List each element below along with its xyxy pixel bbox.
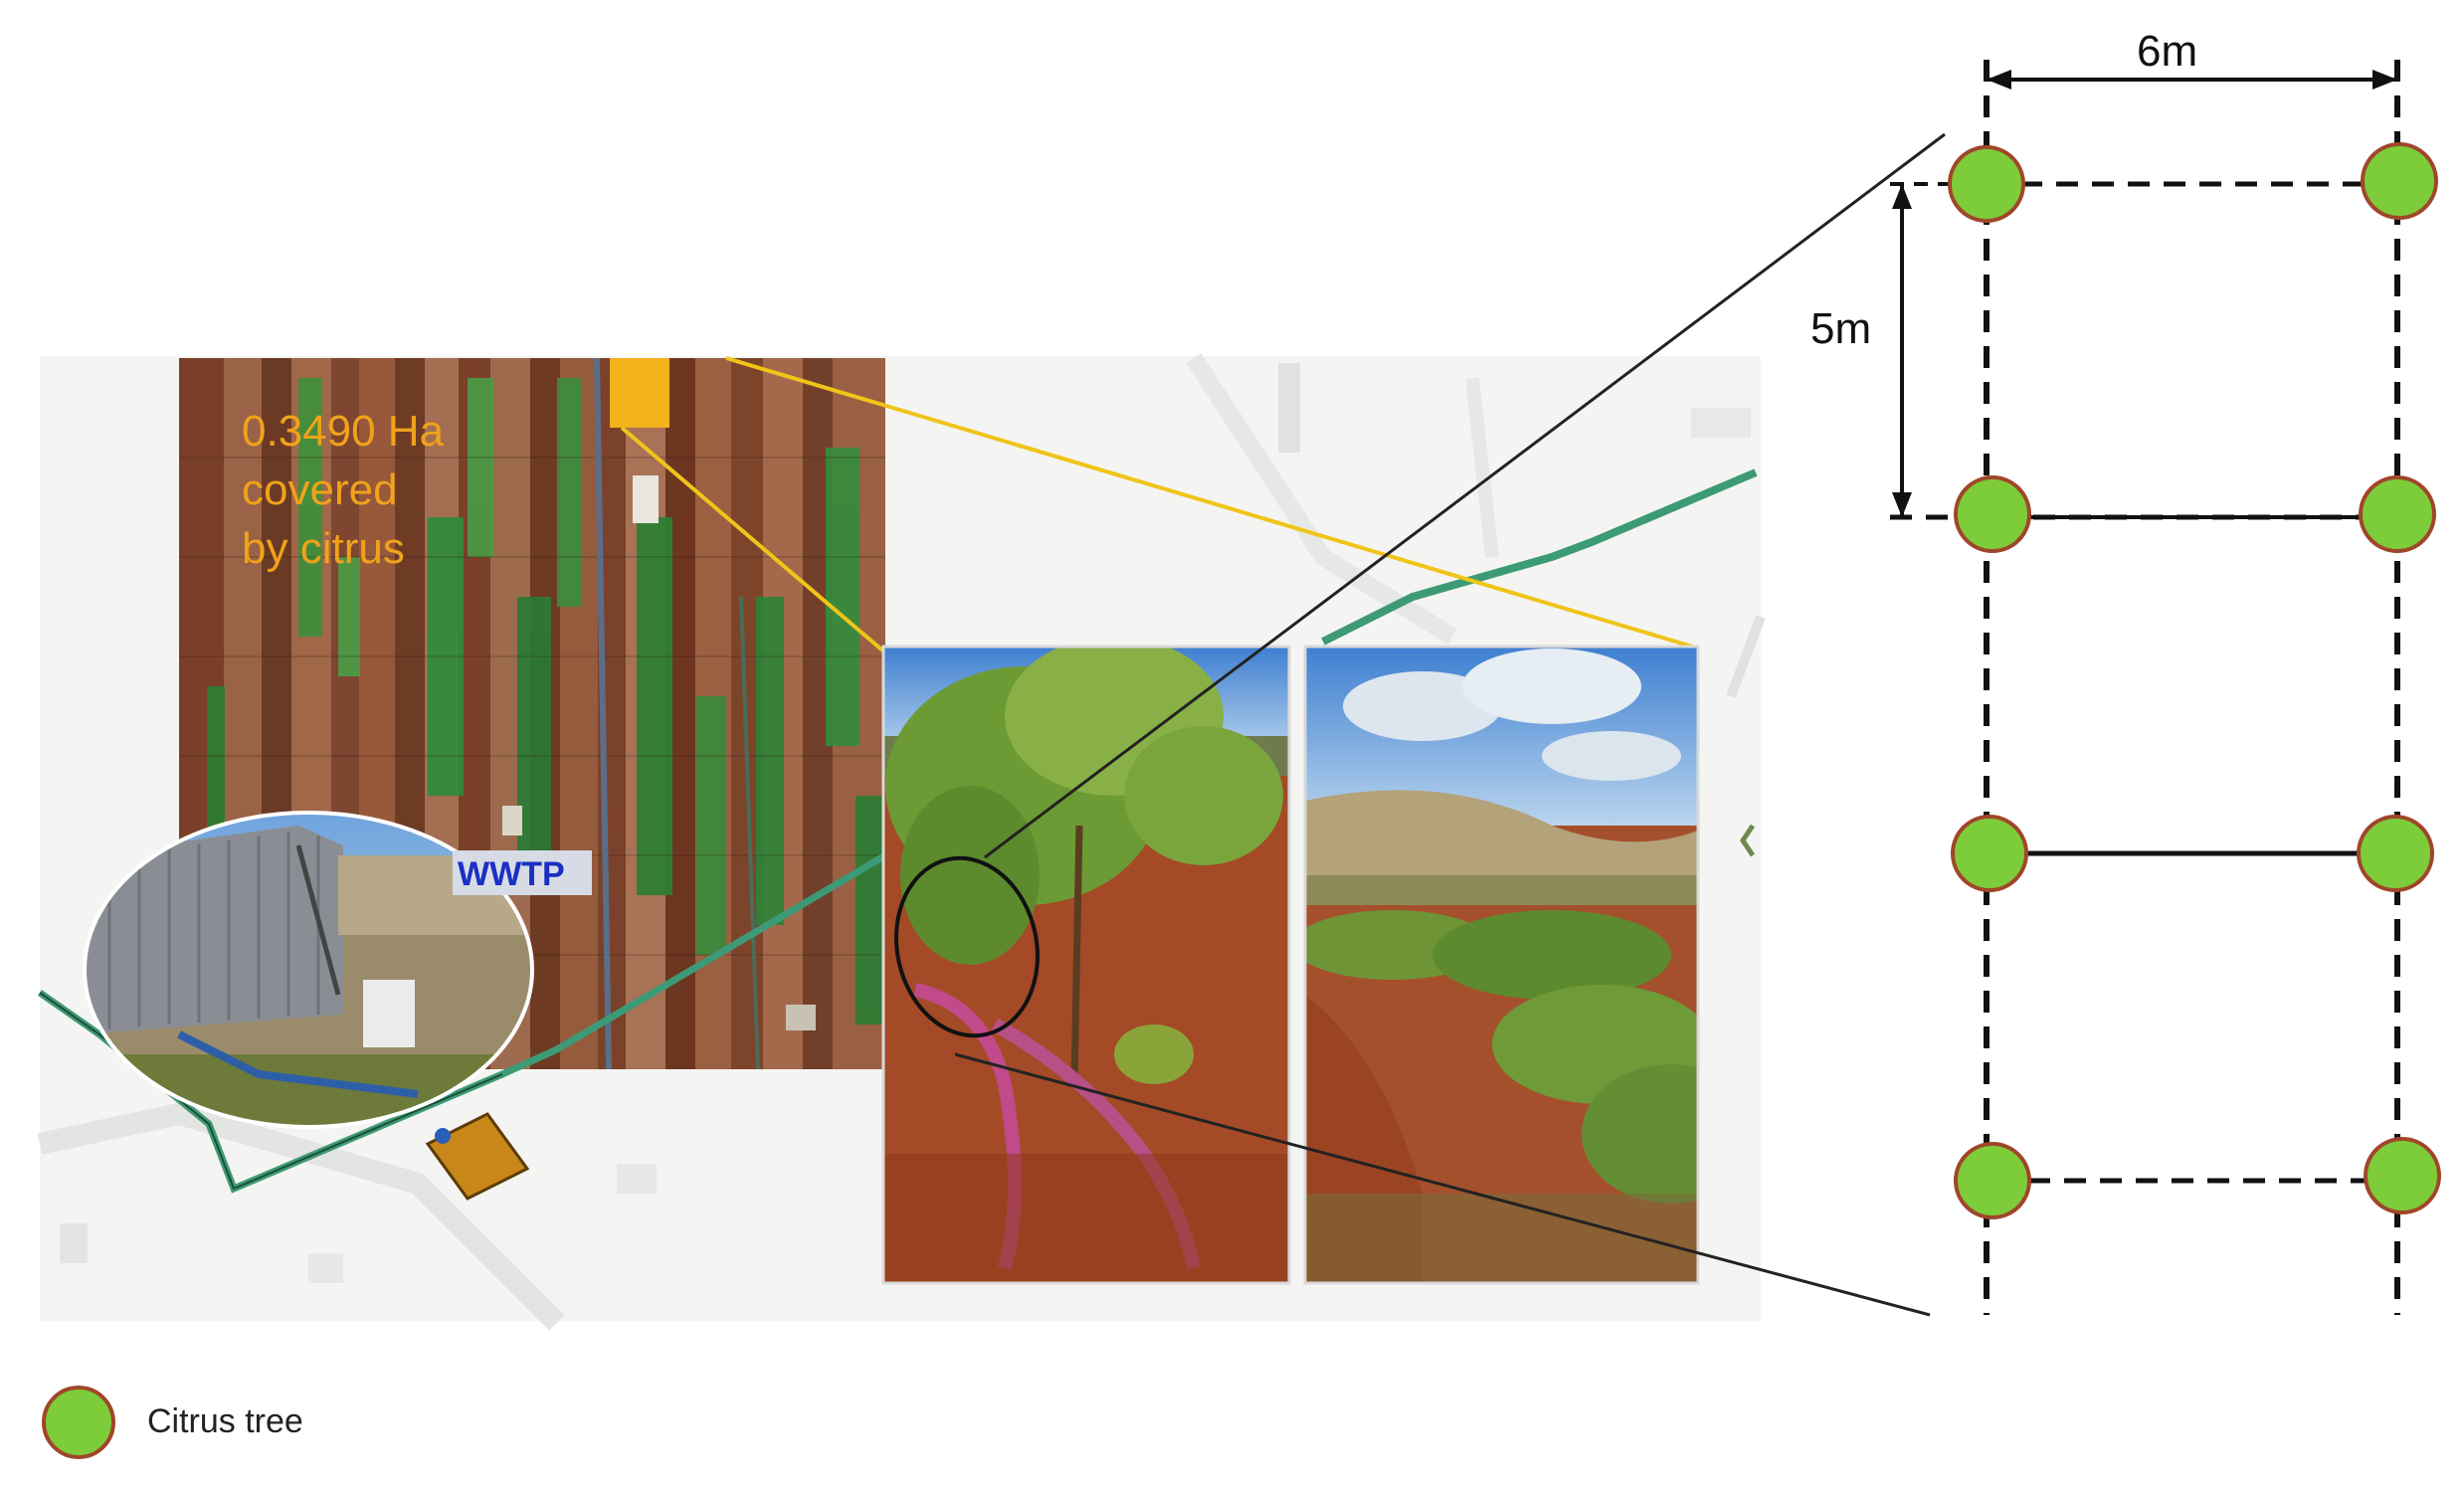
photo-citrus-orchard [1305, 647, 1698, 1283]
citrus-tree [1951, 815, 2028, 892]
citrus-tree [1954, 1142, 2031, 1219]
citrus-tree [2359, 475, 2436, 553]
tree-highlight-circle [894, 855, 1040, 1038]
spacing-diagram: 6m 5m [1810, 27, 2441, 1315]
area-label-line-1: 0.3490 Ha [242, 407, 445, 456]
zoom-line-top [725, 356, 1700, 651]
area-label-line-2: covered [242, 465, 398, 514]
citrus-tree [2361, 142, 2438, 220]
wwtp-label-bg [453, 850, 592, 895]
connector-top [984, 132, 1946, 859]
zoom-line-bottom [620, 426, 889, 656]
aerial-image [179, 358, 885, 1069]
legend-label: Citrus tree [147, 1402, 303, 1440]
wwtp-inset-photo [83, 811, 534, 1129]
pipeline-east [1321, 468, 1758, 646]
citrus-tree [2364, 1137, 2441, 1214]
connector-bottom [954, 1052, 1931, 1317]
irrigation-channel [594, 358, 612, 1069]
horizontal-spacing-label: 6m [2137, 27, 2197, 76]
photo-citrus-closeup [883, 647, 1289, 1283]
citrus-tree [1948, 145, 2025, 223]
green-crops [207, 378, 885, 1024]
wwtp-building [425, 1112, 530, 1201]
area-label-line-3: by citrus [242, 524, 405, 573]
vertical-spacing-label: 5m [1810, 304, 1871, 353]
legend: Citrus tree [42, 1386, 303, 1459]
legend-citrus-tree-icon [42, 1386, 115, 1459]
wwtp-label: WWTP [458, 855, 565, 893]
citrus-tree [1954, 475, 2031, 553]
citrus-tree [2357, 815, 2434, 892]
citrus-plot-marker [610, 358, 669, 428]
